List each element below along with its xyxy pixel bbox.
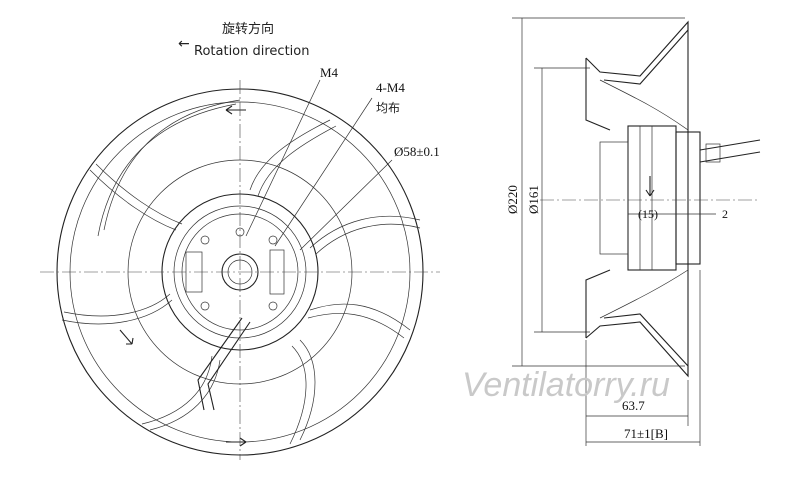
side-cable-gland [705,143,721,163]
callout-m4: M4 [320,65,339,80]
leader-m4 [245,79,321,237]
callout-uniform: 均布 [376,101,400,115]
dim-63-7: 63.7 [622,398,645,413]
dim-dia-220: Ø220 [505,185,520,214]
callout-hub-dia: Ø58±0.1 [394,144,440,159]
side-cable [699,139,761,163]
rim-arrow-bottom-icon [226,437,247,447]
dim-2: 2 [722,207,728,221]
dim-dia-161: Ø161 [526,185,541,214]
rim-arrow-left-icon [119,329,134,345]
dim-15: (15) [638,207,658,221]
dim-71: 71±1[B] [624,426,668,441]
rotation-label-cn: 旋转方向 [222,21,274,37]
cable [197,317,251,411]
motor-rotor [599,141,629,255]
callout-4m4: 4-M4 [376,80,405,95]
shroud-top [585,20,689,85]
rotation-label-en: Rotation direction [194,44,309,59]
blades [61,99,421,445]
inlet-cone-top [585,58,611,131]
leader-4m4 [274,97,373,247]
motor-flange [675,131,701,265]
airflow-arrow-icon [645,176,655,197]
side-view: Ø220 Ø161 (15) 2 [505,17,761,446]
rim-arrow-top-icon [225,105,246,115]
watermark: Ventilatorry.ru [462,366,670,404]
mounting-holes [200,227,278,311]
rotation-arrow-icon: ← [178,36,190,52]
blade-sweep-bottom [599,269,689,319]
inlet-cone-bottom [585,269,611,338]
blade-sweep-top [599,79,689,131]
leader-hub-dia [299,159,393,251]
front-view: 旋转方向 ← Rotation direction [40,21,440,460]
